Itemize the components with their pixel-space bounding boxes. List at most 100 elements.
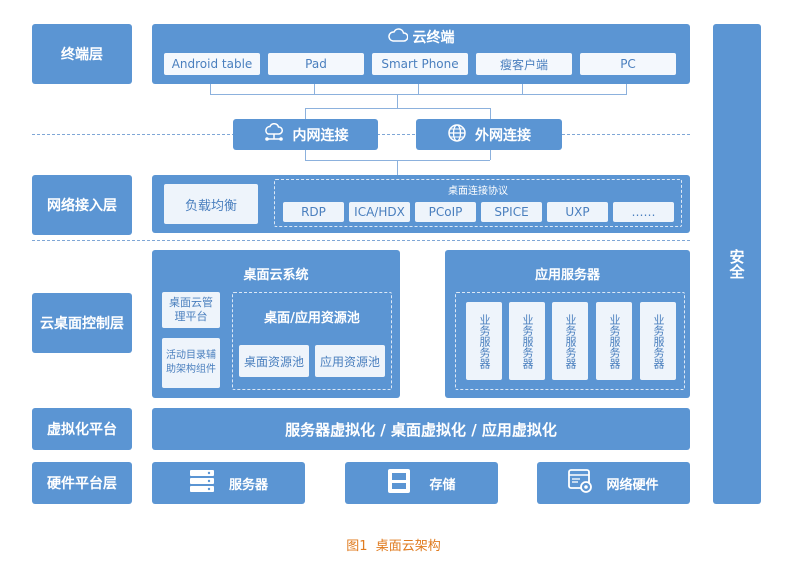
layer-terminal: 终端层 [32,24,132,84]
connector-line [626,84,627,94]
protocol-tag: ICA/HDX [349,202,410,222]
business-server-label: 业务服务器 [652,313,665,369]
virtualization-bar: 服务器虚拟化 / 桌面虚拟化 / 应用虚拟化 [152,408,690,450]
app-pool-label: 应用资源池 [319,354,380,369]
business-server-box: 业务服务器 [466,302,502,380]
protocol-label: UXP [565,205,590,219]
globe-icon [447,123,467,147]
desktop-system-title: 桌面云系统 [152,264,400,283]
resource-pool-title: 桌面/应用资源池 [233,307,391,326]
virtualization-label: 服务器虚拟化 / 桌面虚拟化 / 应用虚拟化 [285,420,557,439]
resource-pool-title-label: 桌面/应用资源池 [264,310,360,326]
protocol-tag: RDP [283,202,344,222]
connector-line [397,94,398,108]
device-label: Pad [305,57,327,71]
load-balance-label: 负载均衡 [184,198,237,214]
protocol-label: ICA/HDX [354,205,405,219]
protocol-title-label: 桌面连接协议 [448,185,508,197]
extranet-label: 外网连接 [475,127,531,144]
device-smartphone: Smart Phone [372,53,468,75]
server-label: 服务器 [228,477,268,493]
figure-caption-label: 图1 桌面云架构 [346,538,441,554]
protocol-tag: UXP [547,202,608,222]
desktop-system-panel: 桌面云系统 桌面云管理平台 活动目录辅助架构组件 桌面/应用资源池 桌面资源池 … [152,250,400,398]
business-server-box: 业务服务器 [640,302,676,380]
network-hardware-label: 网络硬件 [606,477,659,493]
protocol-group: 桌面连接协议 RDP ICA/HDX PCoIP SPICE UXP …… [274,179,682,227]
load-balance-box: 负载均衡 [164,184,258,224]
device-thin-client: 瘦客户端 [476,53,572,75]
storage-icon [387,468,411,498]
protocol-tag: …… [613,202,674,222]
connector-line [305,108,490,109]
network-hardware-box: 网络硬件 [537,462,690,504]
connector-line [314,84,315,94]
device-label: Smart Phone [381,57,459,71]
server-box: 服务器 [152,462,305,504]
cloud-icon [387,28,408,46]
protocol-tag: SPICE [481,202,542,222]
app-servers-group: 业务服务器 业务服务器 业务服务器 业务服务器 业务服务器 [455,292,685,390]
device-pc: PC [580,53,676,75]
device-label: PC [620,57,636,71]
protocol-label: PCoIP [428,205,463,219]
security-bar: 安全 [713,24,761,504]
desktop-system-title-label: 桌面云系统 [243,267,309,283]
intranet-box: 内网连接 [233,119,378,150]
mgmt-platform-box: 桌面云管理平台 [162,292,220,328]
layer-hardware-label: 硬件平台层 [47,476,117,492]
figure-caption: 图1 桌面云架构 [0,535,787,554]
layer-virtual-label: 虚拟化平台 [47,422,117,438]
desktop-pool-label: 桌面资源池 [243,354,304,369]
server-icon [189,469,215,497]
connector-line [210,94,627,95]
network-access-panel: 负载均衡 桌面连接协议 RDP ICA/HDX PCoIP SPICE UXP … [152,175,690,233]
app-pool-box: 应用资源池 [315,345,385,377]
protocol-title: 桌面连接协议 [275,182,681,197]
business-server-label: 业务服务器 [521,313,534,369]
security-label: 安全 [727,249,746,279]
directory-box: 活动目录辅助架构组件 [162,338,220,388]
business-server-box: 业务服务器 [596,302,632,380]
storage-label: 存储 [429,477,456,493]
mgmt-platform-label: 桌面云管理平台 [169,296,213,323]
layer-control: 云桌面控制层 [32,293,132,353]
business-server-label: 业务服务器 [478,313,491,369]
app-servers-panel: 应用服务器 业务服务器 业务服务器 业务服务器 业务服务器 业务服务器 [445,250,690,398]
business-server-label: 业务服务器 [608,313,621,369]
network-hardware-icon [568,468,594,498]
connector-line [305,108,306,120]
connector-line [522,84,523,94]
protocol-label: SPICE [494,205,529,219]
layer-hardware: 硬件平台层 [32,462,132,504]
directory-label: 活动目录辅助架构组件 [166,350,216,375]
device-pad: Pad [268,53,364,75]
storage-box: 存储 [345,462,498,504]
connector-line [418,84,419,94]
connector-line [490,108,491,120]
cloud-network-icon [263,122,285,147]
business-server-box: 业务服务器 [552,302,588,380]
connector-line [490,150,491,160]
device-label: Android table [171,57,253,71]
desktop-pool-box: 桌面资源池 [239,345,309,377]
business-server-box: 业务服务器 [509,302,545,380]
cloud-terminal-title: 云终端 [412,30,455,46]
intranet-label: 内网连接 [292,127,349,144]
separator [32,240,690,241]
extranet-box: 外网连接 [416,119,562,150]
cloud-terminal-panel: 云终端 Android table Pad Smart Phone 瘦客户端 P… [152,24,690,84]
cloud-terminal-header: 云终端 [152,27,690,47]
connector-line [210,84,211,94]
protocol-tag: PCoIP [415,202,476,222]
resource-pool-group: 桌面/应用资源池 桌面资源池 应用资源池 [232,292,392,390]
layer-virtual: 虚拟化平台 [32,408,132,450]
app-servers-title: 应用服务器 [445,264,690,283]
protocol-label: …… [631,205,656,219]
layer-control-label: 云桌面控制层 [40,316,124,332]
business-server-label: 业务服务器 [564,313,577,369]
layer-network: 网络接入层 [32,175,132,235]
app-servers-title-label: 应用服务器 [534,267,600,283]
device-label: 瘦客户端 [499,57,548,72]
connector-line [305,150,306,160]
